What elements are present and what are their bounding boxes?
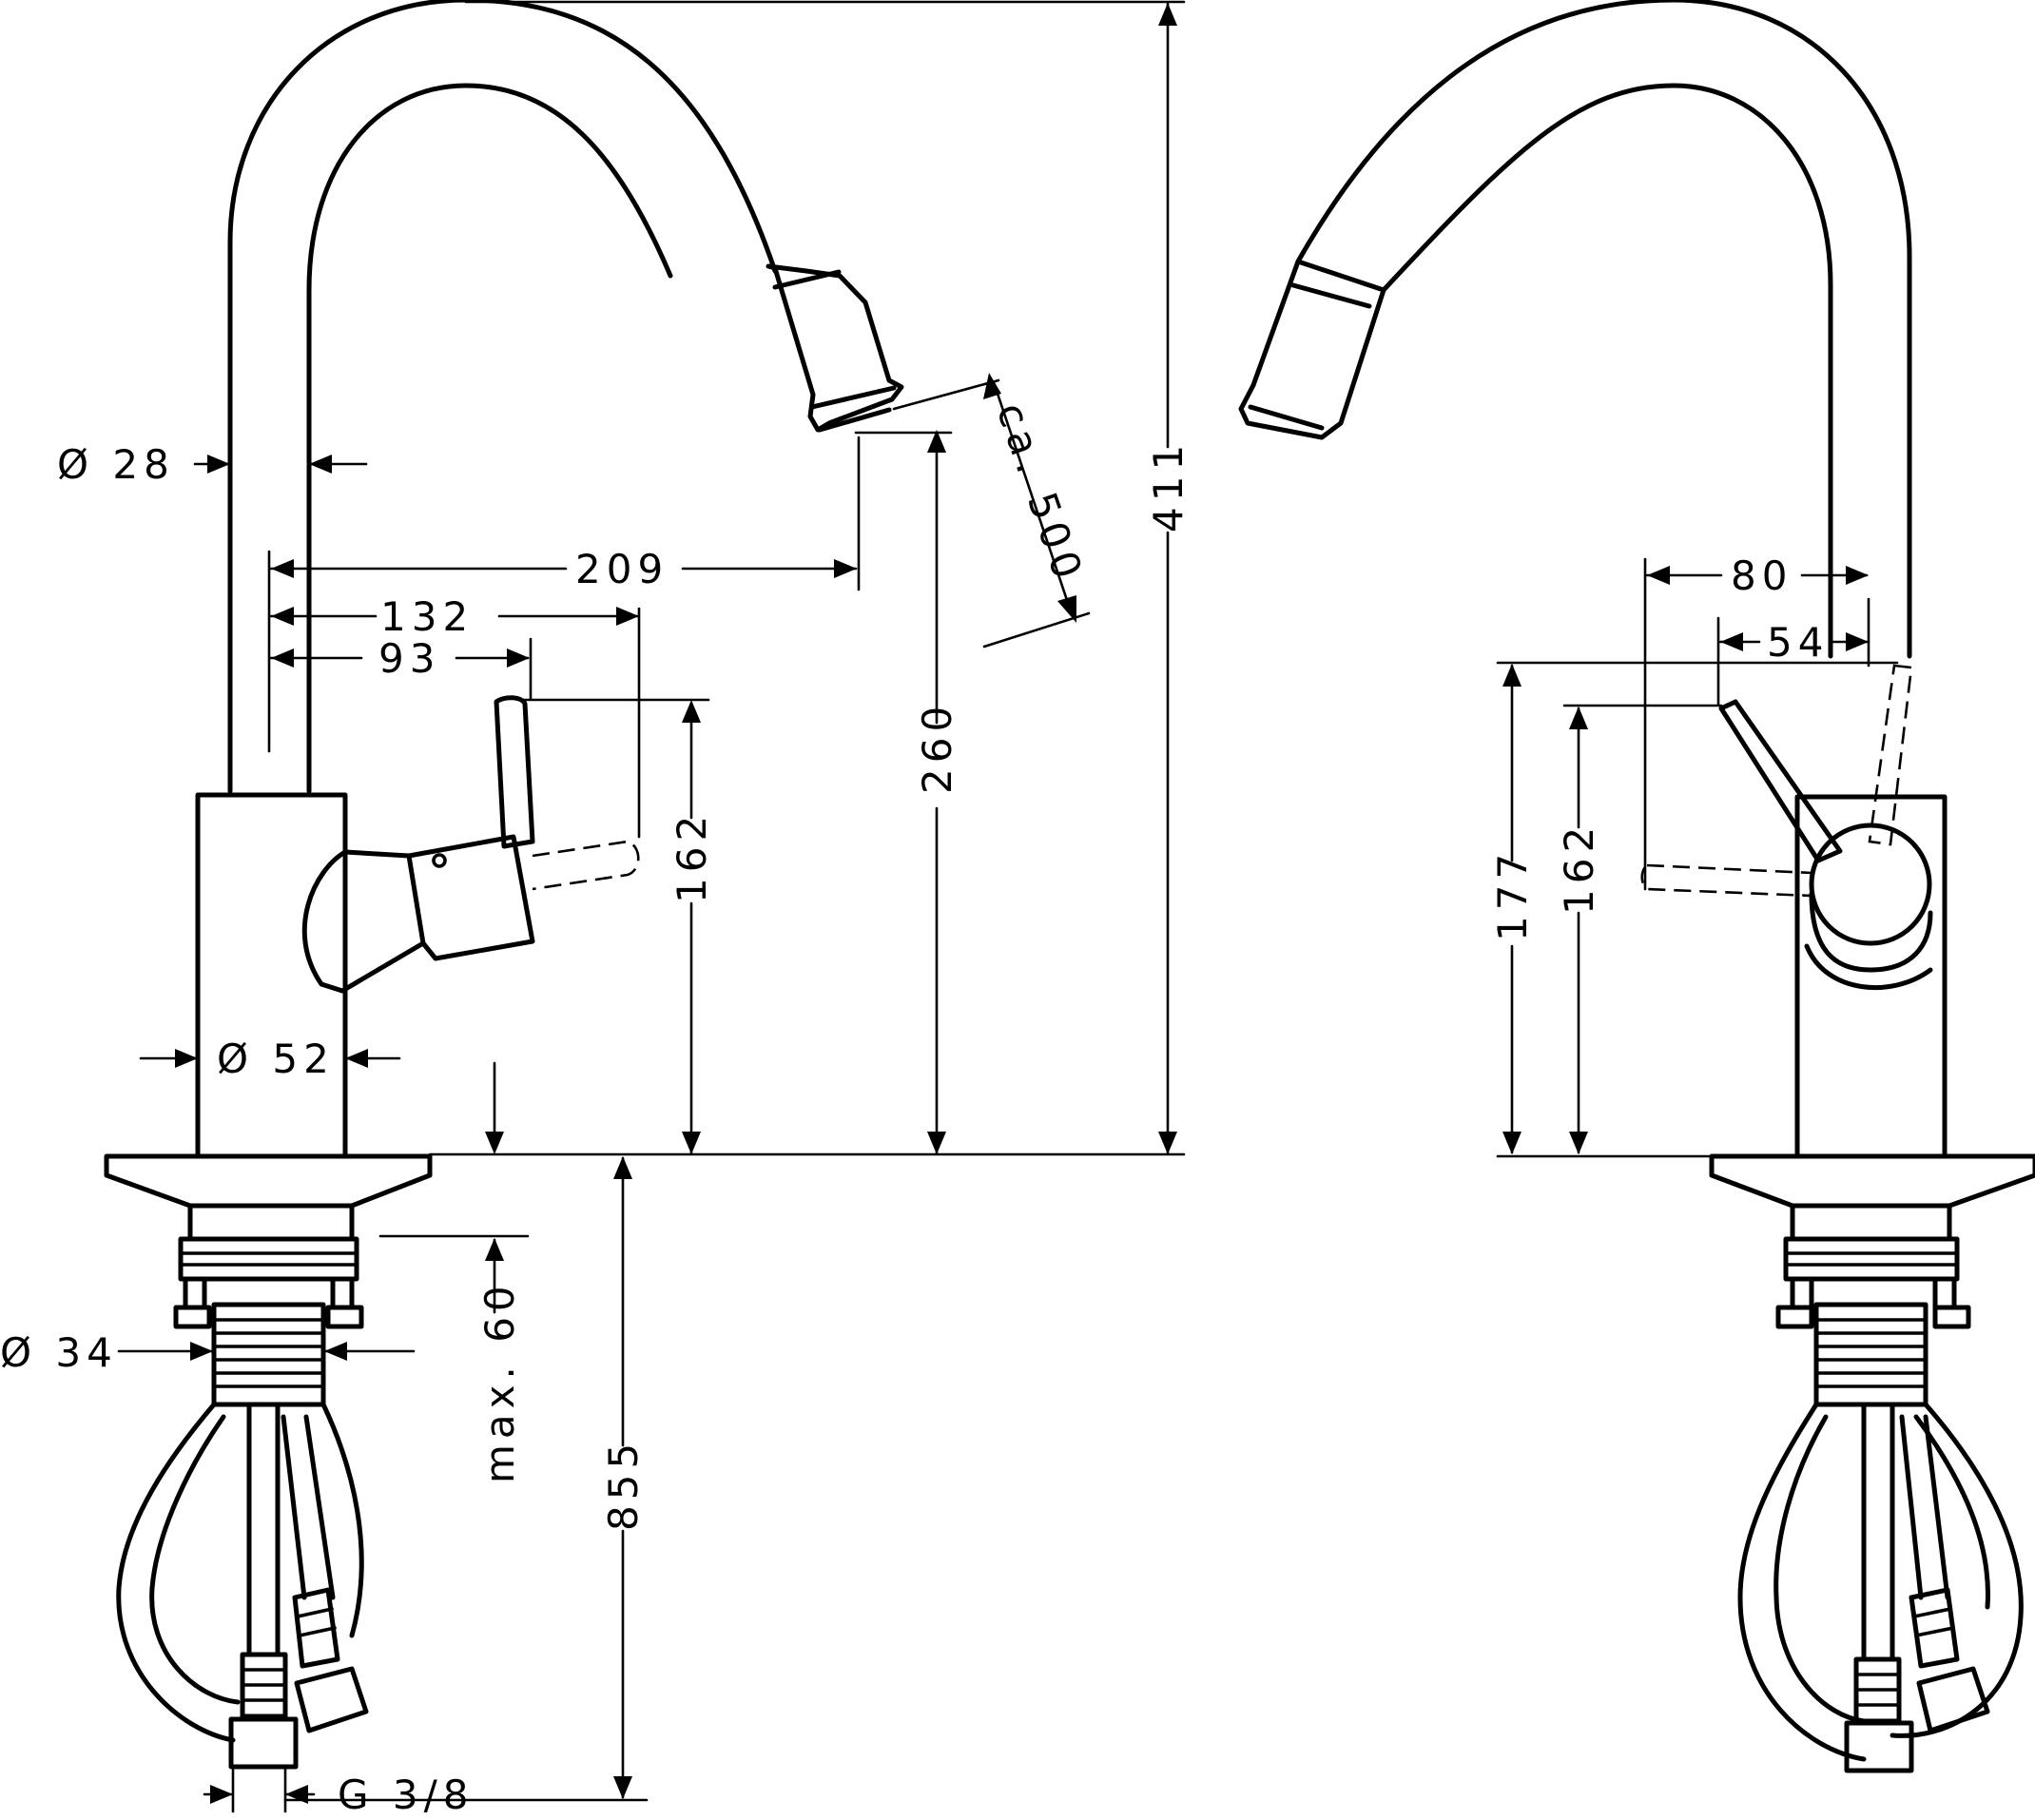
left-dimensions: Ø 28 209 132 93 162 bbox=[0, 0, 1192, 1818]
front-base-plate bbox=[1709, 1153, 2035, 1209]
dimension-162-left: 162 bbox=[669, 810, 715, 903]
front-spout-outer bbox=[1295, 0, 1912, 659]
dimension-g38: G 3/8 bbox=[338, 1772, 475, 1818]
front-spray-head bbox=[1238, 259, 1386, 440]
dimension-dia52: Ø 52 bbox=[217, 1036, 335, 1082]
mounting-nut bbox=[178, 1236, 359, 1282]
dimension-411: 411 bbox=[1145, 439, 1192, 532]
spout-outer bbox=[227, 0, 778, 794]
front-knob bbox=[1809, 823, 1932, 946]
lever-housing bbox=[339, 849, 426, 994]
dimension-ca500: ca. 500 bbox=[988, 397, 1094, 590]
front-threaded-shank bbox=[1813, 1302, 1928, 1407]
dimension-177: 177 bbox=[1489, 848, 1536, 941]
lever bbox=[494, 695, 535, 849]
dimension-54: 54 bbox=[1767, 619, 1829, 666]
dimension-209: 209 bbox=[575, 546, 669, 592]
dimension-260: 260 bbox=[914, 701, 960, 794]
dimension-dia28: Ø 28 bbox=[57, 441, 175, 488]
faucet-body bbox=[195, 792, 348, 1159]
right-dimensions: 80 54 177 162 bbox=[1489, 552, 1899, 1158]
threaded-shank bbox=[211, 1302, 326, 1407]
faucet-side-view bbox=[104, 0, 904, 1770]
spray-head bbox=[766, 263, 904, 433]
dimension-132: 132 bbox=[380, 593, 474, 640]
faucet-front-view bbox=[1238, 0, 2035, 1773]
hose-loop bbox=[116, 1402, 364, 1743]
dimension-80: 80 bbox=[1731, 552, 1793, 599]
dimension-max60: max. 60 bbox=[476, 1280, 523, 1483]
front-spout-inner bbox=[1381, 83, 1833, 659]
dimension-93: 93 bbox=[378, 635, 440, 682]
base-plate bbox=[104, 1153, 433, 1209]
front-lever bbox=[1718, 699, 1843, 863]
dimension-162-right: 162 bbox=[1556, 822, 1602, 915]
dimension-dia34: Ø 34 bbox=[0, 1329, 118, 1376]
spout-inner bbox=[306, 83, 673, 794]
dimension-855: 855 bbox=[600, 1438, 647, 1531]
